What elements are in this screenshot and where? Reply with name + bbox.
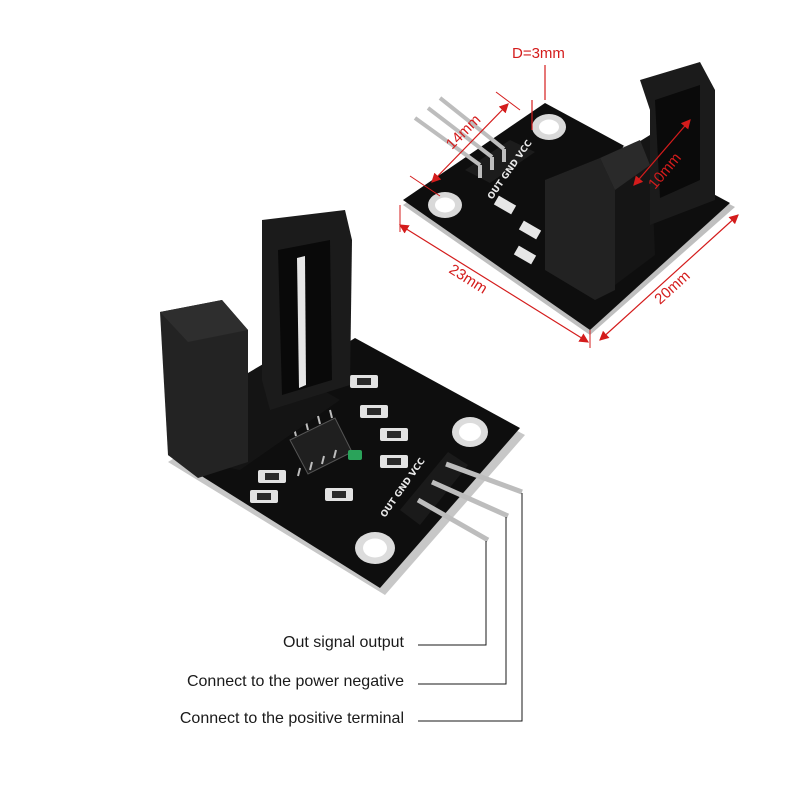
bottom-pin-vcc [445,461,523,495]
leader-vcc [418,493,523,722]
dim-length-line [398,224,590,343]
dim-width-line [599,214,739,341]
leader-gnd [418,517,507,685]
label-positive-terminal: Connect to the positive terminal [179,710,404,727]
top-module: OUT GND VCC [403,62,735,335]
bottom-pin-header [400,452,468,525]
bottom-slot-sensor-arm-front [160,300,248,478]
label-out-signal: Out signal output [283,634,404,651]
dim-gap-label: D=3mm [512,45,565,62]
pin-leader-lines [418,493,523,722]
dim-length-label: 23mm [446,261,490,298]
bottom-pin-out [416,497,490,543]
bottom-led [348,450,362,460]
top-resistor-1 [493,195,517,215]
bottom-module: OUT GND VCC [160,210,525,595]
bottom-pin-gnd [430,479,510,519]
label-power-negative: Connect to the power negative [186,673,404,690]
leader-out [418,541,487,646]
dim-slot-depth-line [633,119,691,186]
dim-pin-span-line [431,103,509,183]
